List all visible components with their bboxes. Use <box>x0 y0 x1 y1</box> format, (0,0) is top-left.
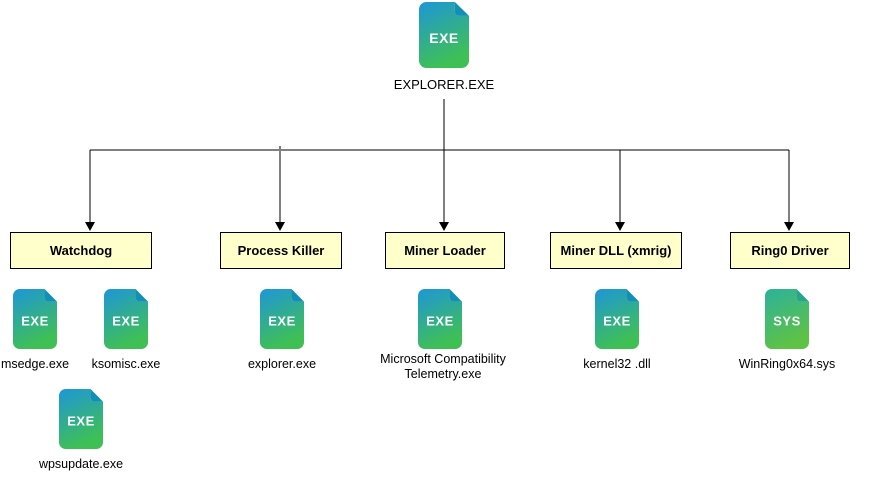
box-label: Process Killer <box>237 243 325 258</box>
file-shape <box>260 289 304 349</box>
file-icon-text: EXE <box>112 313 140 329</box>
arrowhead-watchdog <box>85 222 95 231</box>
exe-file-icon: EXE <box>104 289 148 349</box>
arrowhead-ring0-driver <box>784 222 794 231</box>
sys-file-icon: SYS <box>765 289 809 349</box>
file-icon-text: SYS <box>773 313 801 329</box>
box-ring0-driver: Ring0 Driver <box>730 232 850 269</box>
file-icon-text: EXE <box>603 313 631 329</box>
exe-file-icon: EXE <box>418 289 462 349</box>
file-shape <box>59 389 103 449</box>
file-shape <box>595 289 639 349</box>
box-label: Watchdog <box>49 243 113 258</box>
box-miner-dll: Miner DLL (xmrig) <box>550 232 682 269</box>
arrowhead-process-killer <box>275 222 285 231</box>
box-watchdog: Watchdog <box>10 232 152 269</box>
file-icon-text: EXE <box>426 313 454 329</box>
file-shape <box>104 289 148 349</box>
exe-file-icon: EXE <box>260 289 304 349</box>
file-label-wpsupdate: wpsupdate.exe <box>38 457 124 471</box>
file-icon-text: EXE <box>429 29 459 46</box>
file-shape <box>765 289 809 349</box>
arrowhead-miner-loader <box>439 222 449 231</box>
box-process-killer: Process Killer <box>220 232 342 269</box>
exe-file-icon: EXE <box>59 389 103 449</box>
file-label-winring: WinRing0x64.sys <box>738 357 836 371</box>
root-node-label: EXPLORER.EXE <box>393 77 495 92</box>
box-label: Miner Loader <box>404 243 486 258</box>
file-label-kernel32: kernel32 .dll <box>583 357 651 371</box>
file-icon-text: EXE <box>268 313 296 329</box>
exe-file-icon: EXE <box>419 2 469 68</box>
file-label-msedge: msedge.exe <box>0 357 70 371</box>
file-label-telemetry: Microsoft Compatibility Telemetry.exe <box>380 352 506 381</box>
file-icon-text: EXE <box>21 313 49 329</box>
file-icon-text: EXE <box>67 413 95 429</box>
file-label-ksomisc: ksomisc.exe <box>91 357 161 371</box>
exe-file-icon: EXE <box>13 289 57 349</box>
file-shape <box>418 289 462 349</box>
exe-file-icon: EXE <box>595 289 639 349</box>
box-label: Ring0 Driver <box>751 243 829 258</box>
file-shape <box>13 289 57 349</box>
arrowhead-miner-dll <box>615 222 625 231</box>
file-shape <box>419 2 469 68</box>
box-label: Miner DLL (xmrig) <box>560 243 672 258</box>
file-label-explorer: explorer.exe <box>247 357 317 371</box>
box-miner-loader: Miner Loader <box>385 232 505 269</box>
